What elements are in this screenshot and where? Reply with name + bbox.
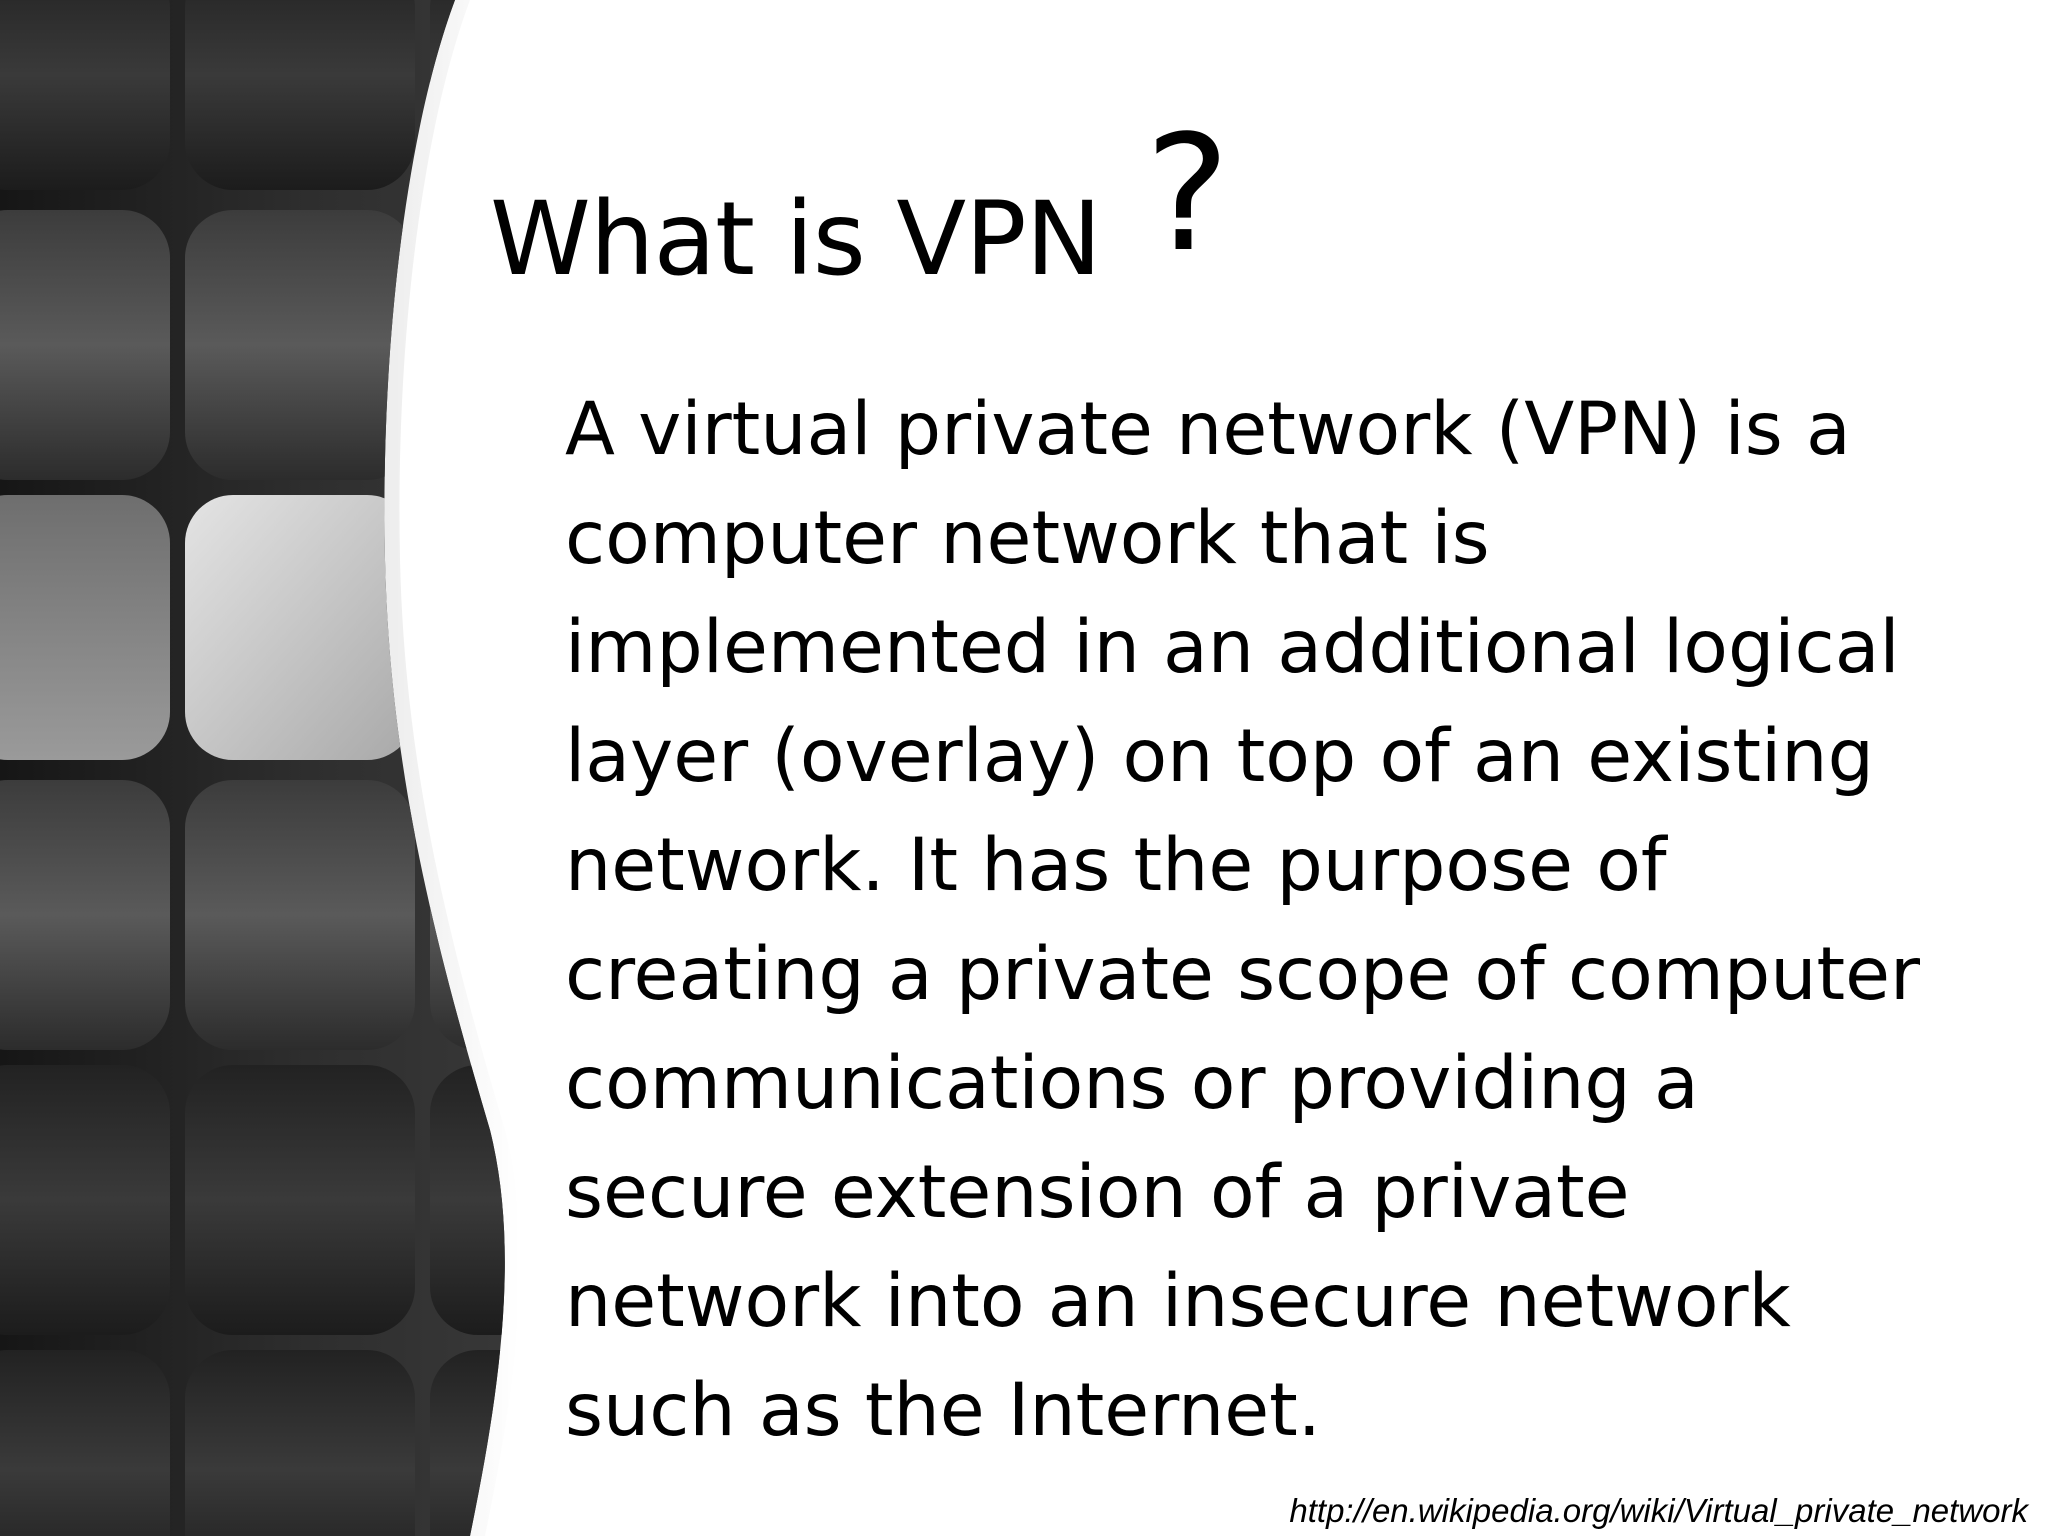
body-line: implemented in an additional logical (565, 605, 1900, 690)
tile (0, 1065, 170, 1335)
decorative-tile-panel (0, 0, 520, 1536)
tile (430, 495, 505, 760)
source-citation: http://en.wikipedia.org/wiki/Virtual_pri… (1289, 1492, 2028, 1529)
body-line: computer network that is (565, 496, 1490, 581)
tile (430, 1065, 505, 1335)
body-line: network into an insecure network (565, 1259, 1791, 1344)
tile (0, 0, 170, 190)
tile (185, 1065, 415, 1335)
tile (185, 0, 415, 190)
tile (185, 780, 415, 1050)
tile (0, 495, 170, 760)
title-text: What is VPN (490, 180, 1102, 299)
tile (0, 210, 170, 480)
tile (0, 780, 170, 1050)
body-line: A virtual private network (VPN) is a (565, 387, 1851, 472)
body-line: creating a private scope of computer (565, 932, 1921, 1017)
body-line: network. It has the purpose of (565, 823, 1667, 908)
tile (430, 780, 505, 1050)
body-line: secure extension of a private (565, 1150, 1630, 1235)
tile (185, 495, 415, 760)
tile (185, 1350, 415, 1536)
body-paragraph: A virtual private network (VPN) is a com… (565, 375, 2005, 1465)
body-line: such as the Internet. (565, 1368, 1321, 1453)
tile (185, 210, 415, 480)
title-question-mark: ? (1145, 100, 1230, 287)
body-line: layer (overlay) on top of an existing (565, 714, 1874, 799)
body-line: communications or providing a (565, 1041, 1699, 1126)
tile (0, 1350, 170, 1536)
